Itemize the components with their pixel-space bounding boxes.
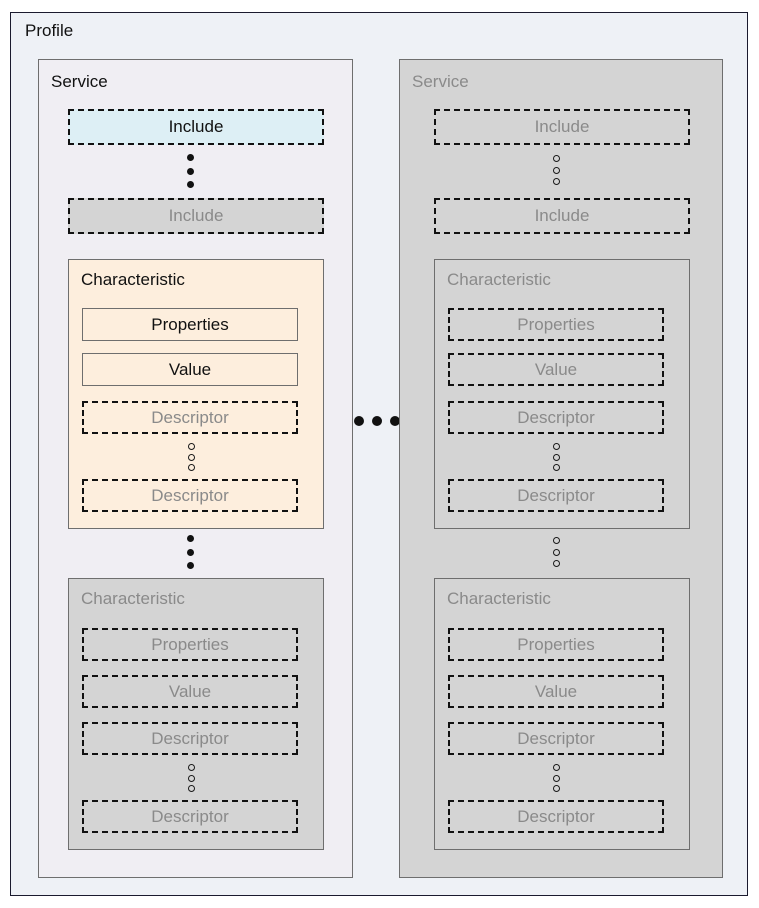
descriptor-label: Descriptor <box>517 806 595 826</box>
ellipsis-dot <box>552 453 560 461</box>
ellipsis-dot <box>552 764 560 771</box>
value-label: Value <box>168 681 212 701</box>
include-box-dim[interactable]: Include <box>68 198 324 234</box>
descriptor-label: Descriptor <box>151 485 229 505</box>
characteristic-box-dim[interactable]: Characteristic <box>434 259 690 529</box>
service-label-dim: Service <box>412 72 469 91</box>
descriptor-label: Descriptor <box>151 728 229 748</box>
characteristic-box-highlighted[interactable]: Characteristic <box>68 259 324 529</box>
ellipsis-dot <box>186 562 194 569</box>
ellipsis-dot <box>552 560 560 567</box>
column-ellipsis <box>354 416 400 426</box>
ellipsis-dot <box>187 774 195 782</box>
value-box[interactable]: Value <box>82 675 298 708</box>
ellipsis-dot <box>552 548 560 556</box>
properties-label: Properties <box>151 634 229 654</box>
characteristic-box-dim[interactable]: Characteristic <box>68 578 324 850</box>
properties-box[interactable]: Properties <box>82 628 298 661</box>
characteristic-label: Characteristic <box>447 589 551 608</box>
properties-label: Properties <box>517 634 595 654</box>
service-label-active: Service <box>51 72 108 91</box>
profile-label: Profile <box>25 21 74 40</box>
characteristic-label: Characteristic <box>81 270 185 289</box>
ellipsis-dot <box>186 535 194 542</box>
characteristic-box-dim[interactable]: Characteristic <box>434 578 690 850</box>
descriptor-box[interactable]: Descriptor <box>82 800 298 833</box>
include-box-dim[interactable]: Include <box>434 198 690 234</box>
descriptor-box[interactable]: Descriptor <box>82 479 298 512</box>
ellipsis-dot <box>552 443 560 450</box>
properties-label: Properties <box>517 314 595 334</box>
characteristic-label: Characteristic <box>447 270 551 289</box>
descriptor-box[interactable]: Descriptor <box>448 479 664 512</box>
ellipsis-dot <box>354 416 364 426</box>
ellipsis-dot <box>552 155 560 162</box>
descriptor-ellipsis <box>187 764 195 792</box>
ellipsis-dot <box>552 774 560 782</box>
properties-box[interactable]: Properties <box>448 628 664 661</box>
value-label: Value <box>534 359 578 379</box>
descriptor-box[interactable]: Descriptor <box>448 722 664 755</box>
descriptor-label: Descriptor <box>517 728 595 748</box>
descriptor-label: Descriptor <box>151 806 229 826</box>
properties-box[interactable]: Properties <box>448 308 664 341</box>
value-box[interactable]: Value <box>448 353 664 386</box>
include-label: Include <box>534 206 590 225</box>
include-ellipsis-active <box>186 154 194 188</box>
ellipsis-dot <box>187 453 195 461</box>
include-box-dim[interactable]: Include <box>434 109 690 145</box>
descriptor-box[interactable]: Descriptor <box>448 401 664 434</box>
ellipsis-dot <box>552 464 560 471</box>
characteristic-ellipsis-active <box>186 535 194 569</box>
descriptor-ellipsis <box>187 443 195 471</box>
ellipsis-dot <box>187 764 195 771</box>
ellipsis-dot <box>186 181 194 188</box>
include-ellipsis-dim <box>552 155 560 185</box>
include-label: Include <box>534 117 590 136</box>
characteristic-ellipsis-dim <box>552 537 560 567</box>
ellipsis-dot <box>187 785 195 792</box>
ellipsis-dot <box>372 416 382 426</box>
descriptor-box[interactable]: Descriptor <box>82 401 298 434</box>
ellipsis-dot <box>390 416 400 426</box>
characteristic-label: Characteristic <box>81 589 185 608</box>
ellipsis-dot <box>186 167 194 175</box>
value-label: Value <box>534 681 578 701</box>
descriptor-ellipsis <box>552 443 560 471</box>
descriptor-box[interactable]: Descriptor <box>82 722 298 755</box>
descriptor-box[interactable]: Descriptor <box>448 800 664 833</box>
ellipsis-dot <box>186 154 194 161</box>
descriptor-label: Descriptor <box>517 485 595 505</box>
value-box[interactable]: Value <box>448 675 664 708</box>
ellipsis-dot <box>187 443 195 450</box>
include-label: Include <box>168 206 224 225</box>
include-box-highlighted[interactable]: Include <box>68 109 324 145</box>
ellipsis-dot <box>186 548 194 556</box>
descriptor-label: Descriptor <box>151 407 229 427</box>
properties-label: Properties <box>151 314 229 334</box>
ellipsis-dot <box>552 537 560 544</box>
ellipsis-dot <box>552 785 560 792</box>
ellipsis-dot <box>187 464 195 471</box>
descriptor-label: Descriptor <box>517 407 595 427</box>
ellipsis-dot <box>552 178 560 185</box>
properties-box[interactable]: Properties <box>82 308 298 341</box>
include-label: Include <box>168 117 224 136</box>
descriptor-ellipsis <box>552 764 560 792</box>
value-box[interactable]: Value <box>82 353 298 386</box>
value-label: Value <box>168 359 212 379</box>
ellipsis-dot <box>552 166 560 174</box>
